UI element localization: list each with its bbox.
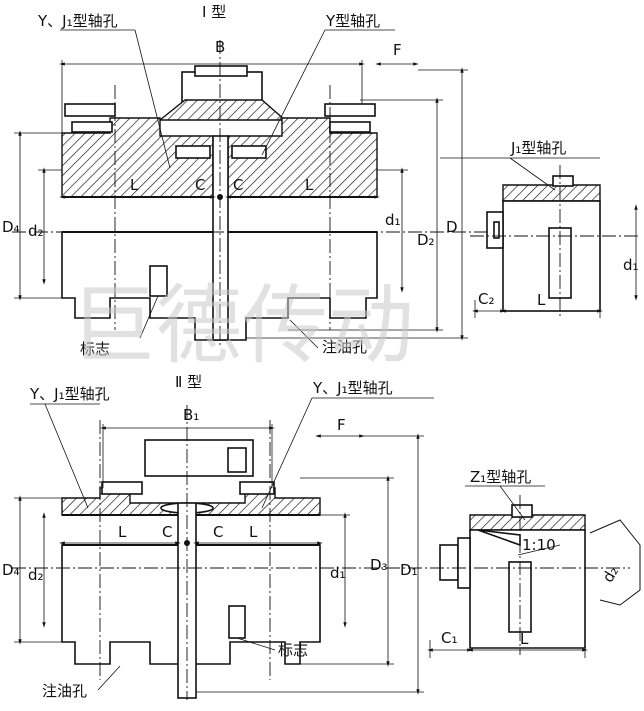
- type-II-dim-B1: B₁: [183, 406, 199, 424]
- type-I-dim-D4: D₄: [2, 218, 20, 236]
- side-Z1-view: Z₁型轴孔 1:10 C₁ L d₂: [427, 468, 641, 658]
- side-J1-dim-d1: d₁: [623, 256, 639, 274]
- type-I-title: Ⅰ 型: [202, 3, 226, 21]
- type-I-dim-d1: d₁: [385, 211, 401, 229]
- type-II-view: Ⅱ 型 B₁ F L L C C: [2, 373, 434, 700]
- side-Z1-dim-d2: d₂: [599, 563, 622, 585]
- type-II-mark-label: 标志: [278, 641, 308, 659]
- type-II-mark-plate: [228, 605, 246, 639]
- type-I-bore-label-right: Y型轴孔: [325, 12, 380, 30]
- type-II-dim-D1: D₁: [400, 561, 418, 579]
- side-Z1-bore-label: Z₁型轴孔: [470, 468, 531, 486]
- type-I-mark-label: 标志: [80, 340, 110, 358]
- type-I-dim-F: F: [393, 41, 402, 59]
- type-II-dim-d2: d₂: [28, 566, 44, 584]
- type-I-dim-L-right: L: [305, 176, 314, 194]
- side-J1-dim-L: L: [537, 291, 546, 309]
- type-II-dim-L-left: L: [118, 523, 127, 541]
- type-I-dim-C-left: C: [195, 176, 205, 194]
- type-I-view: Ⅰ 型: [2, 3, 490, 358]
- type-II-oil-label: 注油孔: [42, 682, 87, 700]
- type-I-dim-C-right: C: [233, 176, 243, 194]
- type-II-dim-C-left: C: [162, 523, 172, 541]
- type-I-dim-D2: D₂: [417, 231, 435, 249]
- side-Z1-dim-L: L: [520, 630, 529, 648]
- type-I-top-bolt: [158, 65, 287, 121]
- type-I-dim-L-left: L: [130, 176, 139, 194]
- type-I-dim-D: D: [446, 218, 458, 236]
- type-II-dim-D3: D₃: [370, 556, 388, 574]
- type-I-bore-label-left: Y、J₁型轴孔: [37, 12, 118, 30]
- type-II-bore-label-right: Y、J₁型轴孔: [312, 379, 393, 397]
- type-II-dim-L-right: L: [249, 523, 258, 541]
- type-II-dim-C-right: C: [213, 523, 223, 541]
- type-I-dim-d2: d₂: [28, 222, 44, 240]
- side-J1-dim-C2: C₂: [478, 290, 495, 308]
- type-II-dim-F: F: [337, 416, 346, 434]
- watermark: 巨德传动: [70, 276, 414, 376]
- type-I-right-flange-bolt: [324, 103, 376, 117]
- type-II-bore-label-left: Y、J₁型轴孔: [29, 385, 110, 403]
- side-J1-bore-label: J₁型轴孔: [510, 139, 566, 157]
- type-I-mark-plate: [149, 265, 168, 297]
- side-Z1-taper: 1:10: [522, 536, 556, 554]
- type-I-oil-label: 注油孔: [322, 338, 367, 356]
- type-I-dim-B: B: [215, 38, 225, 56]
- side-Z1-dim-C1: C₁: [441, 629, 458, 647]
- type-II-title: Ⅱ 型: [175, 373, 202, 391]
- type-II-dim-D4: D₄: [2, 561, 20, 579]
- type-I-left-flange-bolt: [64, 103, 116, 117]
- side-J1-view: J₁型轴孔 C₂ L d₁: [440, 139, 640, 318]
- type-II-dim-d1: d₁: [330, 564, 346, 582]
